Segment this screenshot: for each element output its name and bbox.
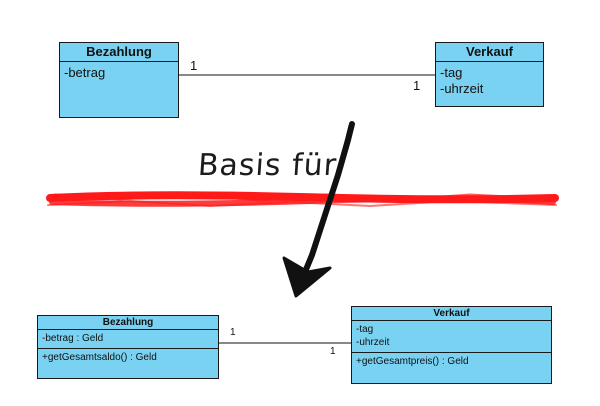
- attributes-section: -betrag : Geld: [38, 330, 218, 348]
- class-name: Verkauf: [352, 307, 551, 321]
- class-name: Verkauf: [436, 43, 543, 62]
- attributes-section: -tag -uhrzeit: [352, 321, 551, 352]
- class-name: Bezahlung: [38, 316, 218, 330]
- class-verkauf-top[interactable]: Verkauf -tag -uhrzeit: [435, 42, 544, 107]
- class-name: Bezahlung: [60, 43, 178, 62]
- attribute: -uhrzeit: [440, 81, 484, 96]
- red-divider: [46, 191, 559, 208]
- basis-fuer-note: Basis für: [196, 148, 339, 183]
- class-bezahlung-top[interactable]: Bezahlung -betrag: [59, 42, 179, 118]
- operations-section: +getGesamtsaldo() : Geld: [38, 348, 218, 367]
- bottom-multiplicity-right: 1: [330, 346, 336, 357]
- attribute: -tag: [440, 65, 463, 80]
- top-multiplicity-right: 1: [413, 78, 421, 93]
- class-verkauf-bottom[interactable]: Verkauf -tag -uhrzeit +getGesamtpreis() …: [351, 306, 552, 384]
- operations-section: +getGesamtpreis() : Geld: [352, 352, 551, 371]
- attribute: -betrag: [64, 65, 106, 80]
- attribute: -tag: [356, 324, 374, 335]
- attributes-section: -betrag: [60, 62, 178, 87]
- attribute: -uhrzeit: [356, 337, 390, 348]
- attributes-section: -tag -uhrzeit: [436, 62, 543, 103]
- top-multiplicity-left: 1: [190, 58, 198, 73]
- class-bezahlung-bottom[interactable]: Bezahlung -betrag : Geld +getGesamtsaldo…: [37, 315, 219, 379]
- arrow-icon: [282, 121, 355, 298]
- bottom-multiplicity-left: 1: [230, 327, 236, 338]
- attribute: -betrag : Geld: [42, 333, 104, 344]
- operation: +getGesamtpreis() : Geld: [356, 356, 469, 367]
- operation: +getGesamtsaldo() : Geld: [42, 352, 157, 363]
